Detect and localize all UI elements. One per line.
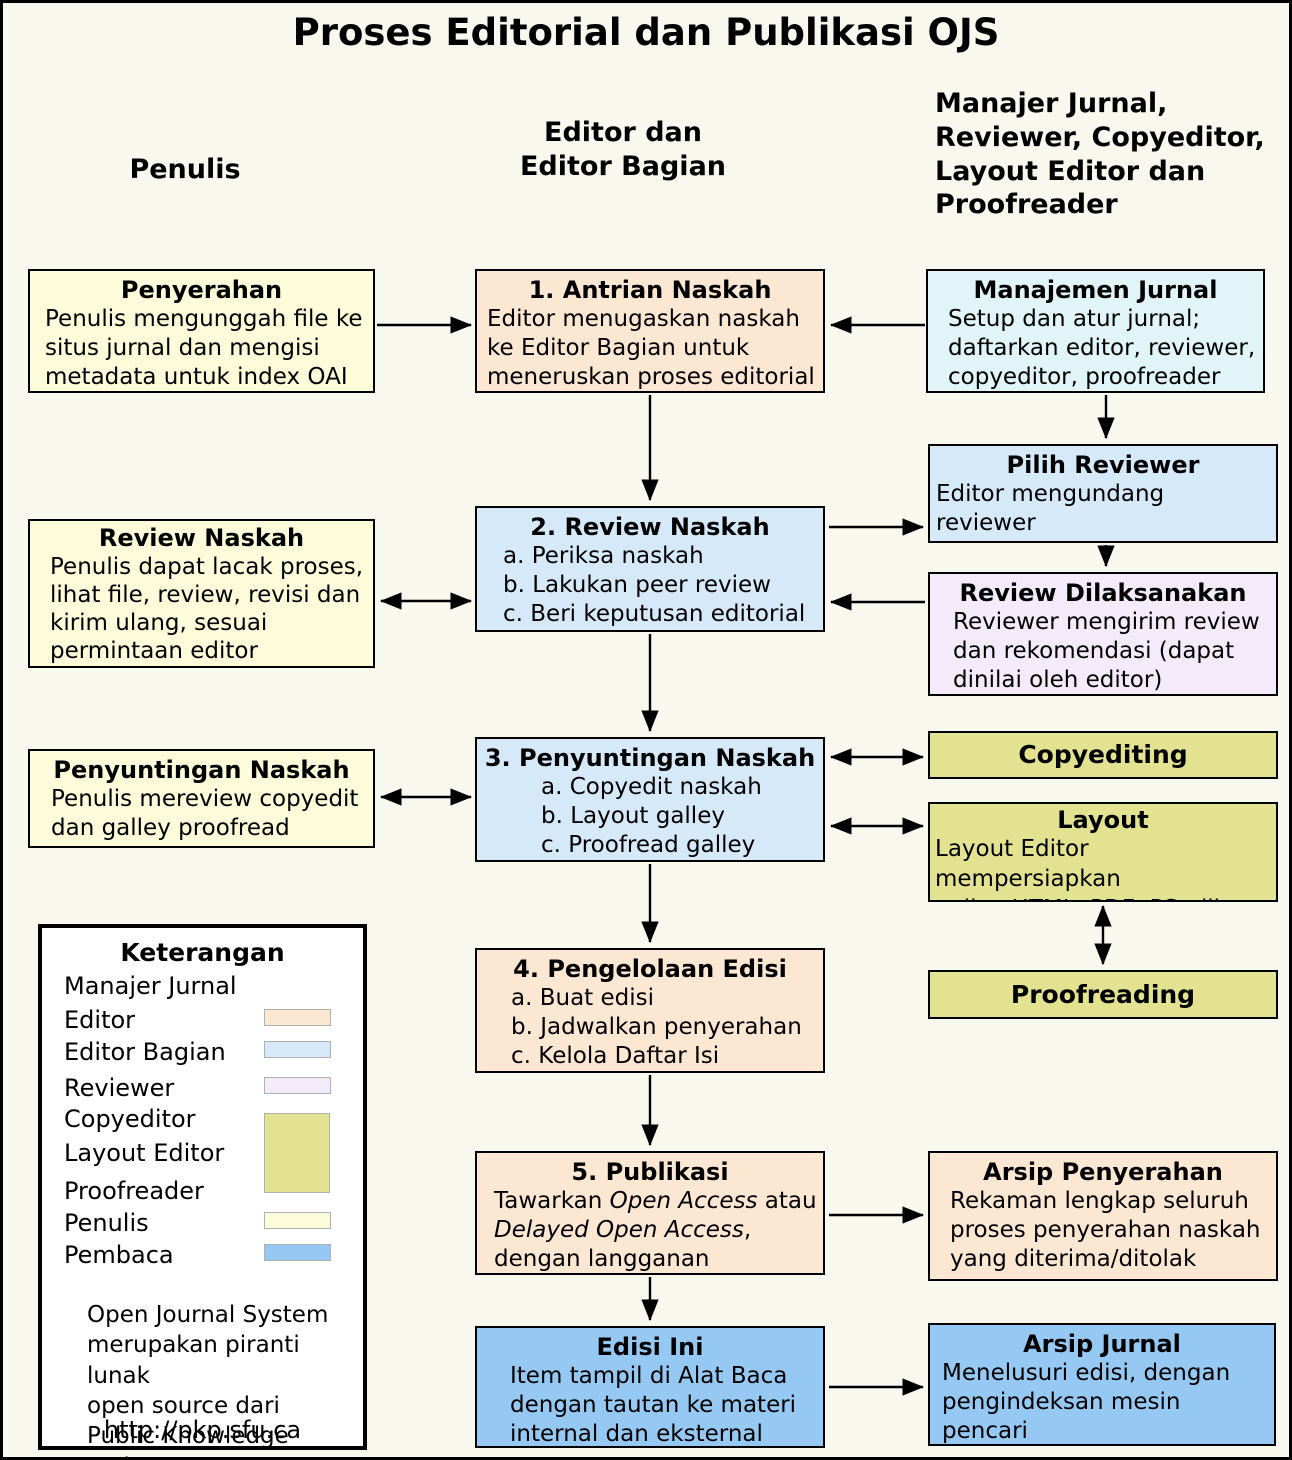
box-title: Review Dilaksanakan (959, 579, 1247, 607)
box-review-naskah: 2. Review Naskah a. Periksa naskah b. La… (475, 506, 825, 632)
box-title: 3. Penyuntingan Naskah (484, 744, 816, 772)
legend-label-copyeditor: Copyeditor (64, 1105, 196, 1133)
box-body: a. Copyedit naskah b. Layout galley c. P… (541, 774, 762, 858)
box-arsip-penyerahan: Arsip Penyerahan Rekaman lengkap seluruh… (928, 1151, 1278, 1281)
legend-label-editor: Editor (64, 1006, 136, 1034)
legend-swatch-editor-bagian (264, 1041, 331, 1058)
box-review-naskah-penulis: Review Naskah Penulis dapat lacak proses… (28, 519, 375, 668)
legend-swatch-reviewer (264, 1077, 331, 1094)
box-body: Editor menugaskan naskah ke Editor Bagia… (487, 306, 815, 390)
box-body: Editor mengundang reviewer dari database… (936, 481, 1169, 541)
legend-box: Keterangan Manajer Jurnal Editor Editor … (38, 924, 367, 1457)
box-layout: Layout Layout Editor mempersiapkan galle… (928, 802, 1278, 902)
box-body: Penulis dapat lacak proses, lihat file, … (50, 554, 364, 664)
box-body: a. Periksa naskah b. Lakukan peer review… (503, 543, 806, 627)
legend-title: Keterangan (120, 938, 285, 967)
box-edisi-ini: Edisi Ini Item tampil di Alat Baca denga… (475, 1326, 825, 1448)
box-review-dilaksanakan: Review Dilaksanakan Reviewer mengirim re… (928, 572, 1278, 696)
box-antrian-naskah: 1. Antrian Naskah Editor menugaskan nask… (475, 269, 825, 393)
box-manajemen-jurnal: Manajemen Jurnal Setup dan atur jurnal; … (926, 269, 1265, 393)
box-body: Tawarkan Open Access atau Delayed Open A… (477, 1187, 823, 1273)
box-title: Penyerahan (120, 276, 283, 304)
legend-label-pembaca: Pembaca (64, 1241, 174, 1269)
box-title: Layout (1057, 806, 1149, 834)
column-header-editor-bagian: Editor dan Editor Bagian (519, 117, 727, 182)
page-title: Proses Editorial dan Publikasi OJS (292, 11, 1000, 54)
legend-label-penulis: Penulis (64, 1209, 149, 1237)
box-title: Edisi Ini (596, 1333, 704, 1361)
box-proofreading: Proofreading (928, 970, 1278, 1019)
box-title: Pilih Reviewer (1006, 451, 1200, 479)
column-header-penulis: Penulis (129, 154, 241, 185)
box-title: 1. Antrian Naskah (528, 276, 772, 304)
box-title: Arsip Penyerahan (983, 1158, 1223, 1186)
body-text: dengan langganan (494, 1246, 710, 1272)
box-title: Proofreading (1010, 979, 1196, 1009)
legend-label-proofreader: Proofreader (64, 1177, 204, 1205)
box-penyerahan: Penyerahan Penulis mengunggah file ke si… (28, 269, 375, 393)
box-body: Rekaman lengkap seluruh proses penyeraha… (950, 1188, 1261, 1272)
box-body: a. Buat edisi b. Jadwalkan penyerahan c.… (511, 985, 802, 1069)
body-text: Tawarkan (494, 1188, 610, 1214)
body-text: , (743, 1217, 752, 1243)
box-publikasi: 5. Publikasi Tawarkan Open Access atau D… (475, 1151, 825, 1275)
box-pengelolaan-edisi: 4. Pengelolaan Edisi a. Buat edisi b. Ja… (475, 948, 825, 1073)
box-title: 2. Review Naskah (530, 513, 770, 541)
legend-swatch-editor (264, 1009, 331, 1026)
box-penyuntingan-naskah: 3. Penyuntingan Naskah a. Copyedit naska… (475, 737, 825, 862)
box-body: Setup dan atur jurnal; daftarkan editor,… (948, 306, 1256, 390)
legend-swatch-copyeditor-layout-proofreader (264, 1113, 330, 1193)
box-title: 4. Pengelolaan Edisi (513, 955, 787, 983)
box-title: Copyediting (1018, 740, 1188, 769)
legend-label-reviewer: Reviewer (64, 1074, 175, 1102)
box-title: 5. Publikasi (571, 1158, 729, 1186)
box-body: Item tampil di Alat Baca dengan tautan k… (510, 1363, 797, 1447)
box-body: Penulis mengunggah file ke situs jurnal … (45, 306, 363, 390)
legend-footer-text: Open Journal System merupakan piranti lu… (87, 1302, 329, 1457)
box-body: Layout Editor mempersiapkan galley HTML,… (935, 836, 1227, 900)
box-copyediting: Copyediting (928, 731, 1278, 779)
legend-label-manajer-jurnal: Manajer Jurnal (64, 972, 237, 1000)
box-penyuntingan-naskah-penulis: Penyuntingan Naskah Penulis mereview cop… (28, 749, 375, 848)
box-title: Review Naskah (98, 524, 305, 552)
legend-swatch-penulis (264, 1212, 331, 1229)
column-header-manajer-jurnal: Manajer Jurnal, Reviewer, Copyeditor, La… (935, 88, 1265, 221)
legend-label-layout-editor: Layout Editor (64, 1139, 225, 1167)
box-title: Manajemen Jurnal (973, 276, 1218, 304)
box-title: Arsip Jurnal (1023, 1330, 1181, 1358)
legend-label-editor-bagian: Editor Bagian (64, 1038, 226, 1066)
box-body: Penulis mereview copyedit dan galley pro… (51, 786, 359, 841)
box-pilih-reviewer: Pilih Reviewer Editor mengundang reviewe… (928, 444, 1278, 543)
legend-swatch-pembaca (264, 1244, 331, 1261)
box-title: Penyuntingan Naskah (53, 756, 350, 784)
body-italic-delayed-open-access: Delayed Open Access (494, 1217, 744, 1243)
body-italic-open-access: Open Access (609, 1188, 758, 1214)
legend-url: http://pkp.sfu.ca (103, 1416, 302, 1444)
box-body: Reviewer mengirim review dan rekomendasi… (953, 609, 1260, 693)
box-body: Menelusuri edisi, dengan pengindeksan me… (942, 1360, 1231, 1444)
body-text: atau (757, 1188, 817, 1214)
box-arsip-jurnal: Arsip Jurnal Menelusuri edisi, dengan pe… (928, 1323, 1276, 1446)
